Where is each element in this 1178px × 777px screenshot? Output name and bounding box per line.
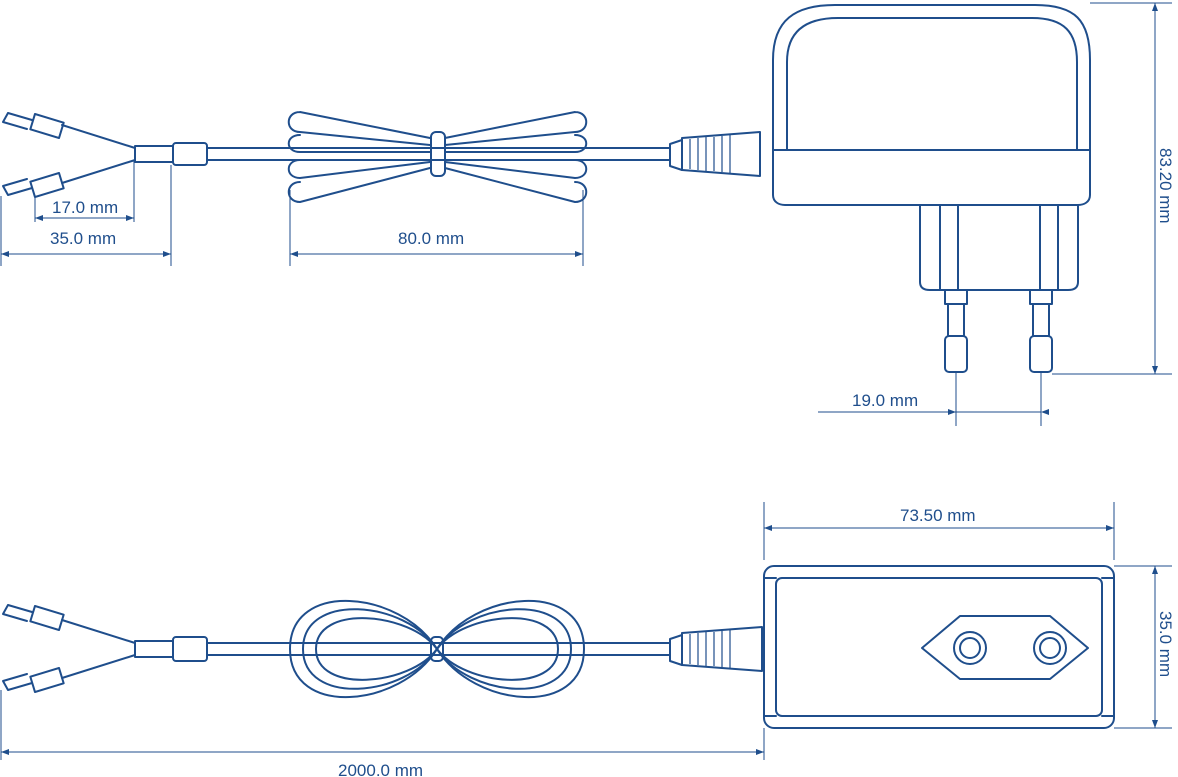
dimension-83mm: 83.20 mm	[1052, 2, 1175, 375]
dimension-19mm: 19.0 mm	[818, 372, 1049, 426]
dimension-35mm: 35.0 mm	[0, 165, 172, 266]
adapter-front	[763, 565, 1115, 729]
dimension-80mm: 80.0 mm	[289, 190, 584, 266]
dimension-73mm: 73.50 mm	[763, 502, 1115, 560]
cable-top	[206, 147, 671, 161]
dimension-label-35mm: 35.0 mm	[50, 229, 116, 248]
dimension-label-73mm: 73.50 mm	[900, 506, 976, 525]
dimension-label-19mm: 19.0 mm	[852, 391, 918, 410]
cable-bottom	[206, 642, 671, 656]
dimension-label-80mm: 80.0 mm	[398, 229, 464, 248]
adapter-body-side	[772, 4, 1091, 373]
dimension-label-83mm: 83.20 mm	[1156, 148, 1175, 224]
cable-coil-bottom	[289, 600, 585, 698]
wire-ends-bottom	[2, 604, 208, 694]
strain-relief-bottom	[669, 626, 763, 672]
dimension-17mm: 17.0 mm	[34, 160, 135, 222]
dimension-2000mm: 2000.0 mm	[0, 690, 765, 777]
side-view: 17.0 mm 35.0 mm 80.0 mm 83.20 mm 19.0 mm	[0, 2, 1175, 426]
dimension-label-35mm-depth: 35.0 mm	[1156, 611, 1175, 677]
dimension-35mm-depth: 35.0 mm	[1114, 565, 1175, 729]
strain-relief-top	[669, 131, 761, 177]
dimension-label-17mm: 17.0 mm	[52, 198, 118, 217]
wire-ends-top	[2, 112, 208, 199]
cable-bundle-top	[287, 111, 588, 203]
front-view: 73.50 mm 35.0 mm 2000.0 mm	[0, 502, 1175, 777]
dimension-label-2000mm: 2000.0 mm	[338, 761, 423, 777]
